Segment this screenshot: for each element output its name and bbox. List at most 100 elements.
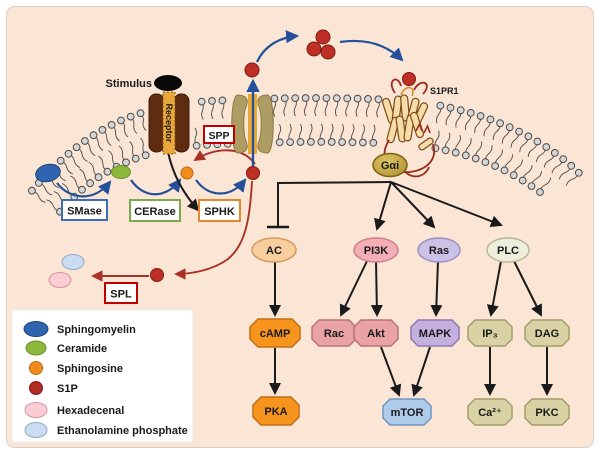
- node-ca: [467, 398, 513, 426]
- receptor-core: [162, 91, 176, 155]
- legend-ethanolamine-label: Ethanolamine phosphate: [57, 425, 188, 437]
- s1p-dot-on-receptor: [402, 72, 416, 86]
- lipid-head: [446, 103, 455, 112]
- node-pkc: [524, 398, 570, 426]
- cerase-box: [129, 199, 181, 222]
- arrow-ras-mapk: [430, 260, 443, 317]
- lipid-head: [218, 96, 227, 105]
- lipid-head: [286, 138, 295, 147]
- sphingosine-molecule: [180, 166, 194, 180]
- lipid-head: [476, 112, 485, 120]
- node-rac-label: Rac: [324, 328, 344, 340]
- lipid-head: [348, 138, 357, 147]
- lipid-head: [456, 106, 465, 115]
- lipid-head: [312, 94, 320, 102]
- spp-channel-right: [257, 94, 274, 154]
- s1p-spl-substrate-dot: [150, 268, 164, 282]
- lipid-head: [509, 171, 518, 180]
- lipid-head: [270, 94, 279, 103]
- lipid-head: [461, 151, 470, 160]
- lipid-head: [317, 138, 326, 146]
- node-mtor: [382, 398, 432, 426]
- lipid-head: [301, 94, 310, 102]
- lipid-head: [81, 137, 89, 145]
- legend: Sphingomyelin Ceramide Sphingosine S1P H…: [11, 309, 194, 443]
- spp-channel: [231, 78, 274, 166]
- arrow-mapk-mtor: [411, 346, 431, 397]
- arrow-gai-ras: [390, 181, 436, 229]
- cerase-label: CERase: [134, 206, 176, 218]
- arrow-cerase: [130, 178, 182, 196]
- lipid-head: [536, 188, 544, 196]
- node-ac-label: AC: [266, 245, 282, 257]
- node-ip3: [467, 319, 513, 347]
- spl-box: [104, 282, 138, 304]
- lipid-head: [126, 112, 135, 121]
- legend-sphingosine-icon: [29, 361, 43, 375]
- arrow-akt-mtor: [380, 346, 402, 397]
- lipid-head: [343, 94, 352, 103]
- lipid-head: [533, 137, 542, 146]
- lipid-head: [103, 167, 112, 176]
- lipid-head: [72, 143, 81, 152]
- lipid-head: [327, 138, 336, 146]
- lipid-head: [369, 138, 378, 147]
- arrow-pi3k-rac: [339, 260, 368, 317]
- enzyme-boxes: SMase CERase SPHK SPP SPL: [61, 125, 241, 304]
- lipid-head: [496, 119, 505, 128]
- legend-hexadecenal-label: Hexadecenal: [57, 405, 124, 417]
- lipid-head: [481, 158, 490, 167]
- legend-ethanolamine-icon: [24, 422, 48, 438]
- receptor-label: Receptor: [164, 103, 174, 143]
- node-mapk: [410, 319, 460, 347]
- lipid-head: [353, 94, 362, 103]
- lipid-head: [64, 149, 73, 158]
- arrow-pi3k-akt: [370, 260, 383, 317]
- node-camp-label: cAMP: [260, 328, 291, 340]
- lipid-head: [550, 149, 559, 157]
- lipid-head: [338, 138, 347, 147]
- ceramide-molecule: [111, 165, 131, 179]
- arrow-spp-reverse: [193, 149, 256, 165]
- node-ca-label: Ca²⁺: [478, 407, 502, 419]
- sphingomyelin-molecule: [35, 163, 61, 183]
- lipid-head: [441, 146, 450, 155]
- effector-nodes: AC PI3K Ras PLC: [251, 237, 530, 263]
- lipid-head: [486, 115, 495, 124]
- lipid-head: [275, 138, 284, 147]
- gai-label: Gαi: [381, 160, 399, 172]
- arrow-gai-pi3k: [374, 181, 392, 231]
- lipid-head: [89, 131, 98, 140]
- node-akt: [353, 319, 399, 347]
- lipid-head: [542, 143, 551, 151]
- receptor-left-lobe: [148, 93, 165, 153]
- ethanolamine-phosphate-molecule: [61, 254, 85, 270]
- lipid-head: [518, 176, 527, 185]
- lipid-head: [208, 97, 216, 105]
- lipid-head: [78, 185, 86, 194]
- legend-sphingomyelin-icon: [23, 321, 49, 337]
- node-pka-label: PKA: [264, 406, 287, 418]
- lipid-head: [332, 94, 341, 103]
- lipid-head: [296, 138, 305, 146]
- node-dag-label: DAG: [535, 328, 559, 340]
- node-pi3k-label: PI3K: [364, 245, 389, 257]
- node-akt-label: Akt: [367, 328, 385, 340]
- lipid-head: [505, 123, 514, 132]
- lipid-head: [86, 179, 94, 188]
- lipid-head: [197, 97, 206, 106]
- sphk-label: SPHK: [204, 206, 235, 218]
- arrow-smase: [56, 180, 112, 198]
- arrow-to-s1pr1: [339, 39, 404, 62]
- lipid-head: [98, 125, 107, 134]
- arrow-s1p-to-spl: [174, 180, 253, 280]
- lipid-head: [500, 166, 509, 175]
- legend-ceramide-label: Ceramide: [57, 343, 107, 355]
- spp-box: [203, 125, 235, 144]
- lipid-head: [574, 168, 583, 177]
- lipid-head: [192, 141, 201, 150]
- sphk-box: [198, 199, 241, 222]
- lipid-head: [141, 151, 150, 160]
